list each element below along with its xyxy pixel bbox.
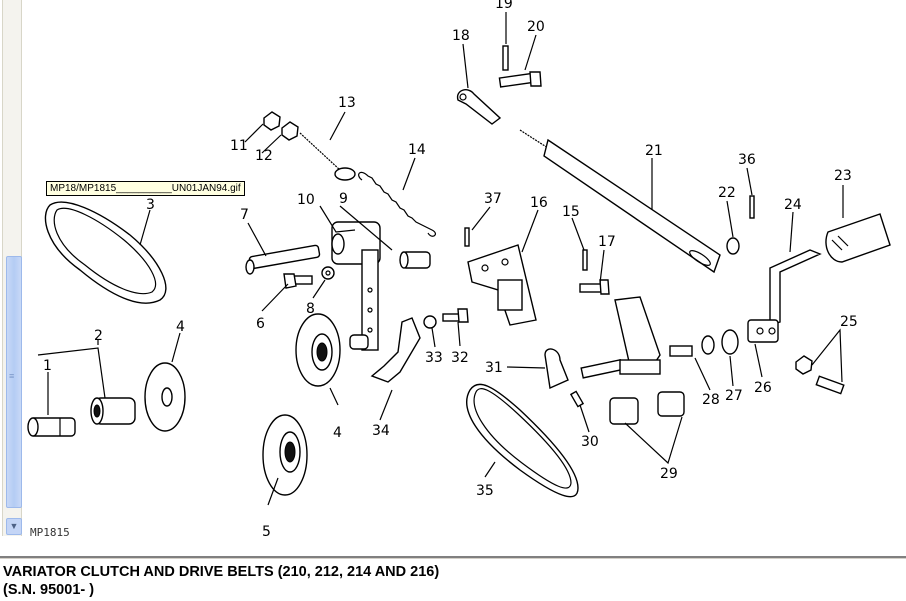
part-number-label: 25 — [840, 314, 858, 330]
part-number-label: 10 — [297, 192, 315, 208]
caption-title: VARIATOR CLUTCH AND DRIVE BELTS (210, 21… — [3, 564, 440, 580]
part-number-label: 24 — [784, 197, 802, 213]
sheave-4a — [144, 362, 186, 432]
part-number-label: 1 — [43, 358, 52, 374]
mount-bracket — [614, 296, 661, 375]
part-number-label: 9 — [339, 191, 348, 207]
pin-37 — [464, 227, 470, 247]
part-number-label: 11 — [230, 138, 248, 154]
scroll-down-arrow-icon[interactable]: ▼ — [6, 518, 22, 535]
eyebolt-13 — [299, 132, 356, 181]
scrollbar-thumb[interactable] — [6, 256, 22, 508]
exploded-parts-diagram: 1 2 3 4 4 5 6 7 8 9 10 11 12 13 14 15 16… — [27, 0, 891, 540]
part-number-label: 19 — [495, 0, 513, 12]
part-number-label: 36 — [738, 152, 756, 168]
image-filename-tooltip: MP18/MP1815__________UN01JAN94.gif — [46, 181, 245, 196]
bracket-34 — [370, 317, 421, 383]
sheave-5 — [262, 414, 308, 496]
sheave-4b — [295, 313, 341, 387]
horizontal-scroll-area — [0, 536, 906, 556]
part-number-label: 17 — [598, 234, 616, 250]
part-number-label: 21 — [645, 143, 663, 159]
pin-36 — [749, 195, 755, 219]
bushing-9 — [399, 251, 431, 269]
washers-26-27-28 — [669, 329, 739, 357]
pin-15 — [582, 249, 588, 271]
figure-id: MP1815 — [30, 526, 70, 539]
pin-19 — [502, 45, 509, 71]
part-number-label: 18 — [452, 28, 470, 44]
shaft-1 — [27, 417, 76, 437]
pin-30 — [569, 390, 585, 408]
bolt-32 — [442, 308, 469, 323]
blocks-29 — [609, 391, 685, 425]
arm-10 — [331, 221, 381, 351]
part-number-label: 4 — [333, 425, 342, 441]
washer-33 — [423, 315, 437, 329]
part-number-label: 13 — [338, 95, 356, 111]
figure-caption: VARIATOR CLUTCH AND DRIVE BELTS (210, 21… — [3, 563, 439, 599]
part-number-label: 32 — [451, 350, 469, 366]
part-number-label: 16 — [530, 195, 548, 211]
part-number-label: 37 — [484, 191, 502, 207]
pin-20 — [498, 71, 542, 88]
bolt-6 — [283, 273, 313, 289]
part-number-label: 3 — [146, 197, 155, 213]
scrollbar-grip-icon: ≡ — [9, 371, 15, 381]
belt-35 — [466, 383, 579, 498]
part-number-label: 20 — [527, 19, 545, 35]
part-number-label: 8 — [306, 301, 315, 317]
part-number-label: 12 — [255, 148, 273, 164]
rod-21 — [519, 129, 721, 274]
belt-3 — [44, 201, 167, 304]
part-number-label: 31 — [485, 360, 503, 376]
part-number-label: 27 — [725, 388, 743, 404]
clevis-18 — [456, 89, 502, 125]
part-number-label: 28 — [702, 392, 720, 408]
nuts-11-12 — [263, 111, 299, 141]
part-number-label: 26 — [754, 380, 772, 396]
part-number-label: 34 — [372, 423, 390, 439]
part-number-label: 22 — [718, 185, 736, 201]
part-number-label: 7 — [240, 207, 249, 223]
bracket-31 — [544, 348, 624, 390]
part-number-label: 29 — [660, 466, 678, 482]
part-labels: 1 2 3 4 4 5 6 7 8 9 10 11 12 13 14 15 16… — [43, 0, 858, 540]
part-number-label: 33 — [425, 350, 443, 366]
part-number-label: 6 — [256, 316, 265, 332]
part-number-label: 35 — [476, 483, 494, 499]
part-number-label: 23 — [834, 168, 852, 184]
part-number-label: 30 — [581, 434, 599, 450]
washer-8 — [321, 266, 335, 280]
pin-7 — [245, 244, 321, 275]
hub-2 — [90, 397, 136, 425]
lever-24 — [747, 249, 822, 343]
caption-serial: (S.N. 95001- ) — [3, 582, 95, 598]
spring-14 — [358, 171, 436, 237]
image-viewer: ≡ ▼ — [0, 0, 906, 556]
part-number-label: 2 — [94, 328, 103, 344]
hardware-25 — [795, 355, 845, 395]
bolt-17 — [579, 279, 610, 295]
washer-22 — [726, 237, 740, 255]
grip-23 — [825, 213, 891, 263]
leader-lines — [37, 12, 844, 506]
part-number-label: 14 — [408, 142, 426, 158]
vertical-scrollbar[interactable]: ≡ ▼ — [2, 0, 22, 536]
bracket-16 — [467, 244, 537, 326]
part-number-label: 15 — [562, 204, 580, 220]
part-number-label: 5 — [262, 524, 271, 540]
part-number-label: 4 — [176, 319, 185, 335]
divider — [0, 556, 906, 559]
